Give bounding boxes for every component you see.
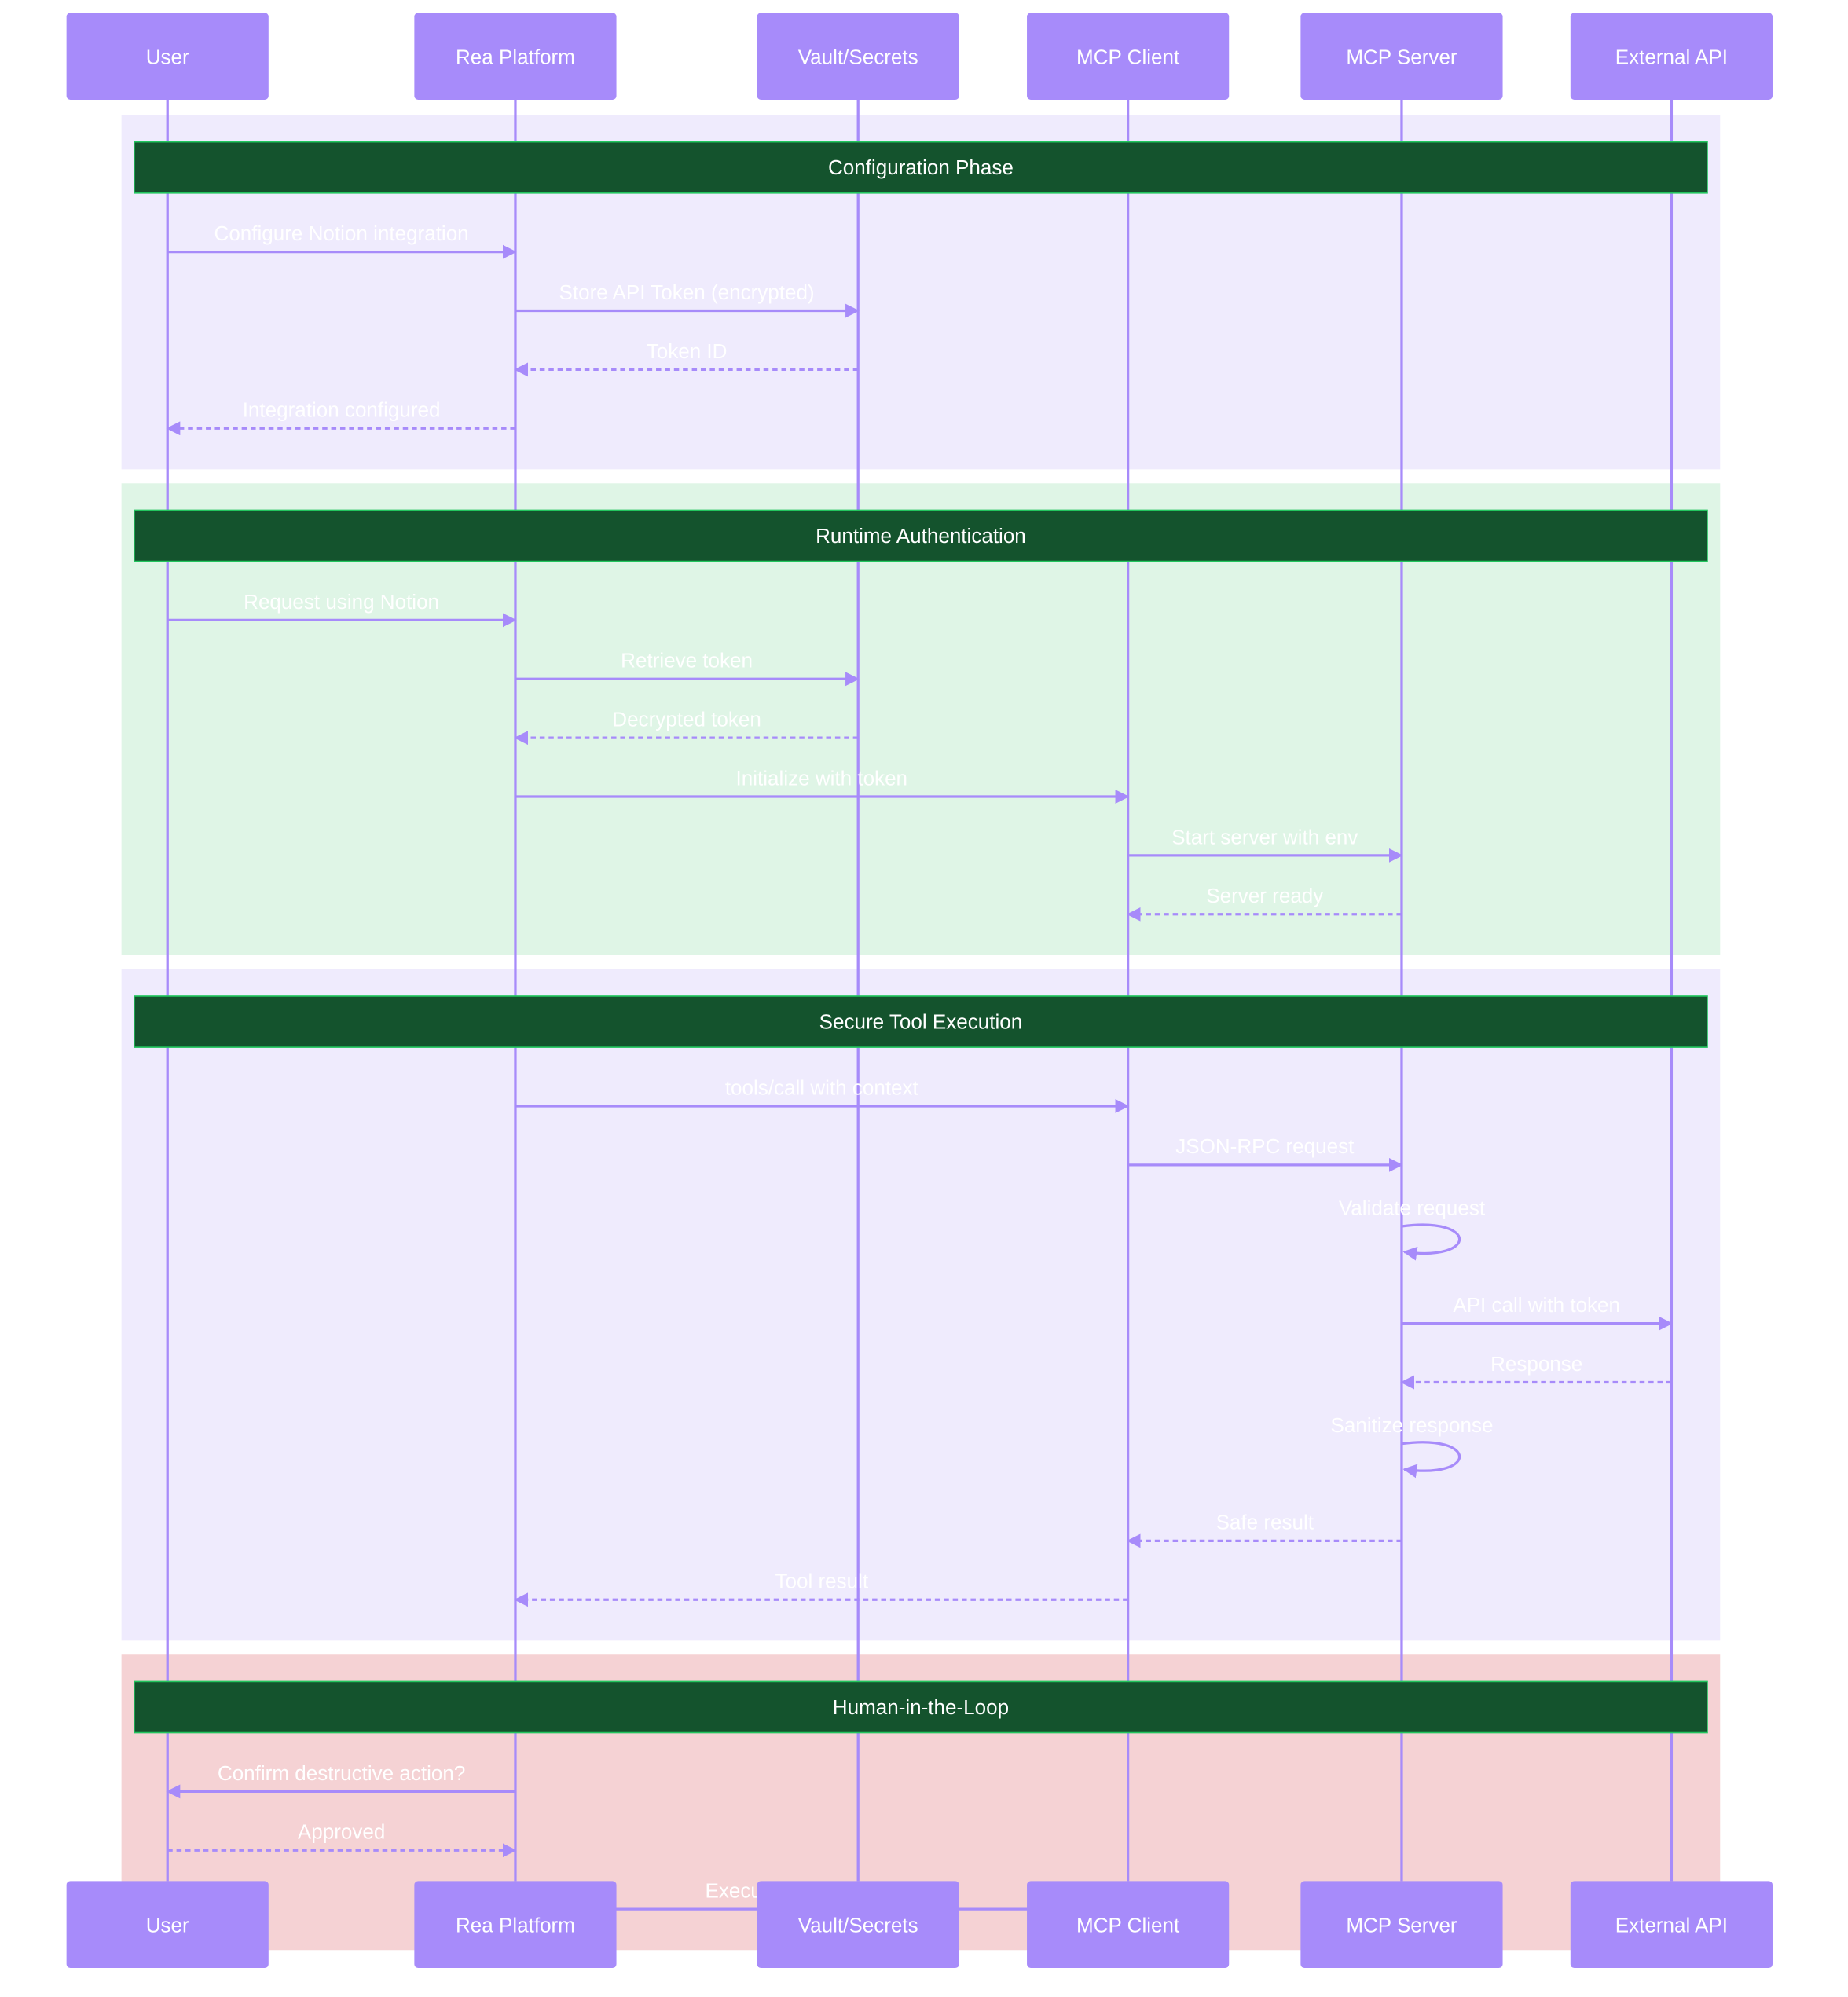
actor-vault-secrets-bottom-box	[757, 1881, 959, 1969]
actor-rea-platform-bottom: Rea Platform	[414, 1881, 617, 1969]
message-sanitize-response-arrow	[1401, 1441, 1461, 1479]
actor-mcp-server-bottom-box	[1300, 1881, 1503, 1969]
message-confirm-destructive-action-label: Confirm destructive action?	[218, 1761, 465, 1785]
actor-user-top-label: User	[146, 45, 189, 68]
section-configuration-phase-header	[134, 141, 1708, 194]
message-retrieve-token-label: Retrieve token	[621, 649, 753, 672]
actor-user-top: User	[66, 13, 269, 100]
message-tool-result-label: Tool result	[775, 1570, 868, 1593]
actor-external-api-top-label: External API	[1615, 45, 1728, 68]
section-configuration-phase-title: Configuration Phase	[828, 156, 1014, 179]
section-secure-tool-execution-background	[121, 969, 1721, 1641]
actor-external-api-top-box	[1570, 13, 1773, 100]
message-integration-configured-label: Integration configured	[243, 398, 441, 422]
actor-external-api-top: External API	[1570, 13, 1773, 100]
message-json-rpc-request-label: JSON-RPC request	[1175, 1134, 1355, 1158]
actor-user-top-box	[66, 13, 269, 100]
message-configure-notion-integration-label: Configure Notion integration	[214, 222, 469, 245]
message-tools-call-with-context-label: tools/call with context	[725, 1075, 919, 1099]
actor-mcp-server-top-label: MCP Server	[1346, 45, 1458, 68]
message-validate-request-arrow	[1401, 1223, 1461, 1261]
actor-mcp-server-top: MCP Server	[1300, 13, 1503, 100]
actor-vault-secrets-bottom-label: Vault/Secrets	[798, 1913, 918, 1937]
actor-mcp-server-bottom-label: MCP Server	[1346, 1913, 1458, 1937]
message-decrypted-token-label: Decrypted token	[612, 708, 761, 731]
section-secure-tool-execution-header	[134, 995, 1708, 1048]
actor-mcp-client-bottom-box	[1027, 1881, 1230, 1969]
actor-external-api-bottom-label: External API	[1615, 1913, 1728, 1937]
message-start-server-with-env-label: Start server with env	[1172, 825, 1358, 848]
actor-external-api-bottom-box	[1570, 1881, 1773, 1969]
actor-mcp-client-bottom-label: MCP Client	[1076, 1913, 1180, 1937]
message-request-using-notion-label: Request using Notion	[244, 590, 439, 614]
message-token-id-label: Token ID	[647, 339, 728, 363]
actor-vault-secrets-bottom: Vault/Secrets	[757, 1881, 959, 1969]
section-runtime-authentication-title: Runtime Authentication	[816, 524, 1026, 548]
actor-external-api-bottom: External API	[1570, 1881, 1773, 1969]
actor-rea-platform-bottom-label: Rea Platform	[456, 1913, 575, 1937]
message-server-ready-label: Server ready	[1206, 884, 1323, 907]
message-approved-label: Approved	[298, 1820, 385, 1844]
actor-mcp-server-top-box	[1300, 13, 1503, 100]
actor-mcp-client-top: MCP Client	[1027, 13, 1230, 100]
actor-user-bottom: User	[66, 1881, 269, 1969]
section-human-in-the-loop-header	[134, 1680, 1708, 1734]
message-validate-request-label: Validate request	[1339, 1196, 1486, 1219]
actor-mcp-server-bottom: MCP Server	[1300, 1881, 1503, 1969]
actor-rea-platform-bottom-box	[414, 1881, 617, 1969]
section-runtime-authentication-header	[134, 509, 1708, 562]
actor-mcp-client-bottom: MCP Client	[1027, 1881, 1230, 1969]
message-api-call-with-token-label: API call with token	[1453, 1293, 1620, 1317]
section-secure-tool-execution-title: Secure Tool Execution	[820, 1009, 1023, 1033]
actor-mcp-client-top-label: MCP Client	[1076, 45, 1180, 68]
actor-mcp-client-top-box	[1027, 13, 1230, 100]
actor-user-bottom-box	[66, 1881, 269, 1969]
actor-vault-secrets-top: Vault/Secrets	[757, 13, 959, 100]
actor-rea-platform-top: Rea Platform	[414, 13, 617, 100]
message-response-label: Response	[1490, 1352, 1582, 1376]
message-sanitize-response-label: Sanitize response	[1331, 1413, 1494, 1437]
actor-vault-secrets-top-label: Vault/Secrets	[798, 45, 918, 68]
actor-rea-platform-top-box	[414, 13, 617, 100]
lifelines-layer	[166, 99, 1674, 1882]
message-store-api-token-encrypted-label: Store API Token (encrypted)	[559, 280, 815, 304]
actor-vault-secrets-top-box	[757, 13, 959, 100]
actor-user-bottom-label: User	[146, 1913, 189, 1937]
section-human-in-the-loop-title: Human-in-the-Loop	[833, 1695, 1009, 1719]
message-safe-result-label: Safe result	[1216, 1511, 1314, 1534]
message-initialize-with-token-label: Initialize with token	[736, 766, 908, 790]
actor-rea-platform-top-label: Rea Platform	[456, 45, 575, 68]
